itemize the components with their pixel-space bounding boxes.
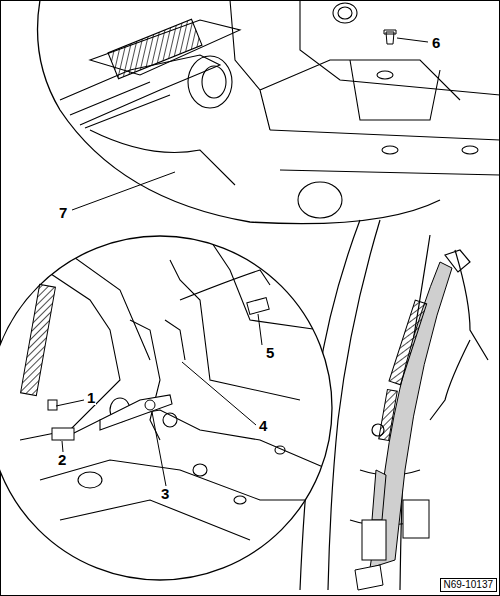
callout-number: 6 — [431, 35, 441, 50]
figure-code: N69-10137 — [440, 578, 497, 592]
callout-number: 1 — [86, 390, 96, 405]
callout-number: 4 — [258, 418, 268, 433]
callout-number: 5 — [265, 345, 275, 360]
callout-number: 3 — [160, 486, 170, 501]
callout-number: 7 — [58, 205, 68, 220]
callout-number: 2 — [57, 452, 67, 467]
